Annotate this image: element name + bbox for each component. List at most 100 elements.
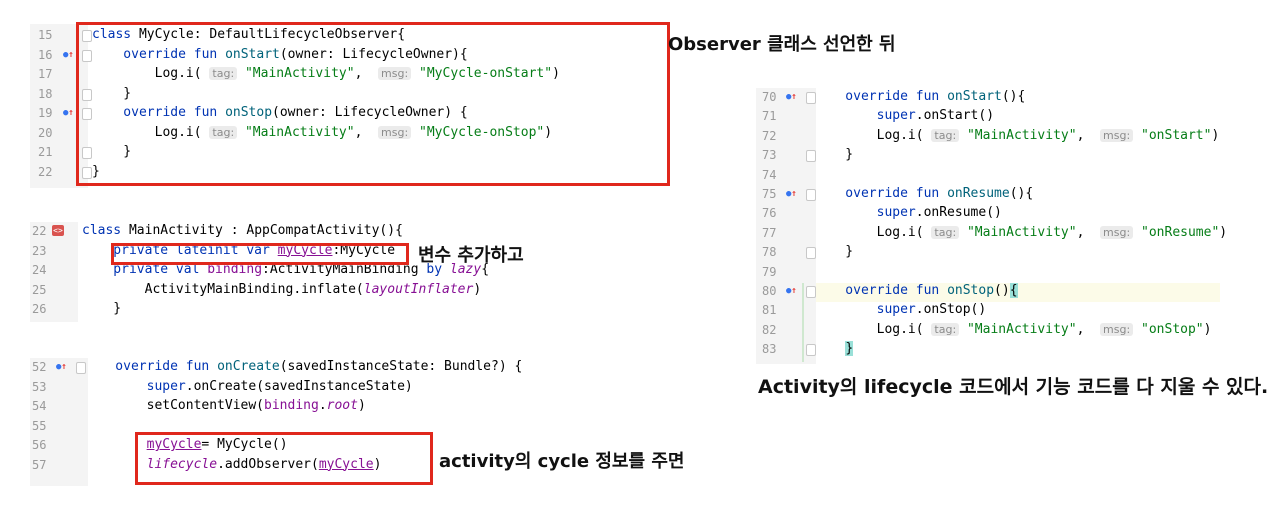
code-token: msg: (378, 67, 412, 80)
fold-toggle-icon[interactable] (806, 189, 816, 201)
line-number: 77 (762, 225, 777, 240)
code-token: tag: (931, 128, 960, 142)
code-line[interactable]: 17 Log.i( tag: "MainActivity", msg: "MyC… (30, 65, 670, 84)
code-token: "onResume" (1141, 224, 1220, 240)
code-token: ) (544, 124, 553, 140)
code-text: lifecycle.addObserver(myCycle) (84, 456, 382, 472)
code-line[interactable]: 81 super.onStop() (756, 301, 1220, 320)
code-token: msg: (1100, 322, 1134, 336)
fold-toggle-icon[interactable] (82, 88, 92, 101)
code-line[interactable]: 25 ActivityMainBinding.inflate(layoutInf… (30, 281, 540, 300)
code-token (959, 128, 967, 143)
code-token: binding (207, 262, 263, 277)
code-text: } (814, 244, 853, 259)
code-line[interactable]: 23 private lateinit var myCycle:MyCycle (30, 242, 540, 261)
code-line[interactable]: 22<>class MainActivity : AppCompatActivi… (30, 222, 540, 241)
code-line[interactable]: 75●↑ override fun onResume(){ (756, 185, 1220, 204)
code-line[interactable]: 78 } (756, 243, 1220, 262)
annotation-variable: 변수 추가하고 (418, 245, 524, 266)
fold-toggle-icon[interactable] (806, 344, 816, 357)
code-token: { (1009, 283, 1018, 298)
code-token: { (481, 262, 490, 277)
code-token: } (814, 147, 854, 163)
line-number: 73 (762, 148, 777, 163)
annotation-observer: Observer 클래스 선언한 뒤 (668, 34, 896, 55)
override-marker-icon[interactable]: ●↑ (786, 92, 797, 102)
override-marker-icon[interactable]: ●↑ (786, 286, 797, 296)
code-line[interactable]: 20 Log.i( tag: "MainActivity", msg: "MyC… (30, 124, 670, 143)
code-line[interactable]: 26 } (30, 300, 540, 319)
code-line[interactable]: 72 Log.i( tag: "MainActivity", msg: "onS… (756, 127, 1220, 146)
code-line[interactable]: 80●↑ override fun onStop(){ (756, 282, 1220, 301)
code-line[interactable]: 83 } (756, 340, 1220, 359)
code-text: Log.i( tag: "MainActivity", msg: "onResu… (814, 224, 1228, 240)
code-line[interactable]: 18 } (30, 85, 670, 104)
code-line[interactable]: 54 setContentView(binding.root) (30, 397, 550, 416)
code-line[interactable]: 70●↑ override fun onStart(){ (756, 88, 1220, 107)
line-number: 26 (32, 302, 47, 316)
code-line[interactable]: 77 Log.i( tag: "MainActivity", msg: "onR… (756, 224, 1227, 243)
code-token: = MyCycle() (201, 437, 288, 452)
code-token: super (84, 378, 186, 394)
code-line[interactable]: 73 } (756, 146, 1220, 165)
code-token: onStart (225, 46, 280, 62)
code-line[interactable]: 55 (30, 417, 550, 436)
code-line[interactable]: 57 lifecycle.addObserver(myCycle) (30, 456, 550, 475)
activity-lifecycle-code-panel: 70●↑ override fun onStart(){71 super.onS… (756, 88, 1227, 364)
code-token: "MainActivity" (244, 66, 355, 81)
code-token: override fun (92, 46, 226, 62)
code-token (1133, 322, 1141, 337)
code-line[interactable]: 52●↑ override fun onCreate(savedInstance… (30, 358, 550, 377)
fold-toggle-icon[interactable] (806, 150, 816, 163)
fold-toggle-icon[interactable] (82, 30, 92, 42)
code-line[interactable]: 21 } (30, 143, 670, 162)
code-line[interactable]: 19●↑ override fun onStop(owner: Lifecycl… (30, 104, 670, 123)
code-line[interactable]: 74 (756, 166, 1220, 185)
override-marker-icon[interactable]: ●↑ (63, 108, 74, 118)
fold-toggle-icon[interactable] (76, 362, 86, 374)
code-line[interactable]: 22} (30, 163, 670, 182)
code-token: "MainActivity" (966, 127, 1077, 143)
code-token: onStart (947, 89, 1002, 104)
code-text: } (92, 164, 100, 179)
line-number: 52 (32, 360, 47, 374)
main-activity-code-panel: 22<>class MainActivity : AppCompatActivi… (30, 222, 540, 322)
code-token: Log.i( (814, 321, 932, 337)
code-token: (savedInstanceState: Bundle?) { (279, 359, 523, 374)
fold-toggle-icon[interactable] (82, 147, 92, 159)
code-line[interactable]: 79 (756, 263, 1220, 282)
code-line[interactable]: 76 super.onResume() (756, 204, 1220, 223)
override-marker-icon[interactable]: ●↑ (56, 362, 67, 372)
line-number: 76 (762, 206, 777, 221)
code-line[interactable]: 16●↑ override fun onStart(owner: Lifecyc… (30, 46, 670, 65)
cycle-info-highlight-box (135, 432, 433, 485)
code-line[interactable]: 53 super.onCreate(savedInstanceState) (30, 378, 550, 397)
code-token: tag: (931, 322, 960, 336)
line-number: 81 (762, 303, 777, 318)
class-type-icon[interactable]: <> (52, 225, 64, 236)
code-text: private lateinit var myCycle:MyCycle (82, 243, 395, 258)
fold-toggle-icon[interactable] (806, 286, 816, 298)
fold-toggle-icon[interactable] (82, 49, 92, 62)
code-line[interactable]: 82 Log.i( tag: "MainActivity", msg: "onS… (756, 321, 1220, 340)
code-line[interactable]: 56 myCycle= MyCycle() (30, 436, 550, 455)
line-number: 57 (32, 457, 47, 472)
line-number: 24 (32, 263, 47, 277)
code-token: ) (552, 66, 560, 81)
fold-toggle-icon[interactable] (806, 92, 816, 104)
fold-toggle-icon[interactable] (82, 166, 92, 179)
code-token: .addObserver( (217, 456, 319, 472)
line-number: 82 (762, 322, 777, 337)
override-marker-icon[interactable]: ●↑ (786, 189, 797, 199)
fold-toggle-icon[interactable] (806, 247, 816, 260)
override-marker-icon[interactable]: ●↑ (63, 49, 74, 60)
code-line[interactable]: 24 private val binding:ActivityMainBindi… (30, 261, 540, 280)
fold-toggle-icon[interactable] (82, 108, 92, 120)
code-token: layoutInflater (363, 281, 474, 297)
code-line[interactable]: 71 super.onStart() (756, 107, 1220, 126)
code-token: binding (264, 398, 319, 413)
code-token: override fun (814, 89, 948, 104)
code-token: , (354, 124, 379, 140)
code-token: , (354, 66, 379, 81)
